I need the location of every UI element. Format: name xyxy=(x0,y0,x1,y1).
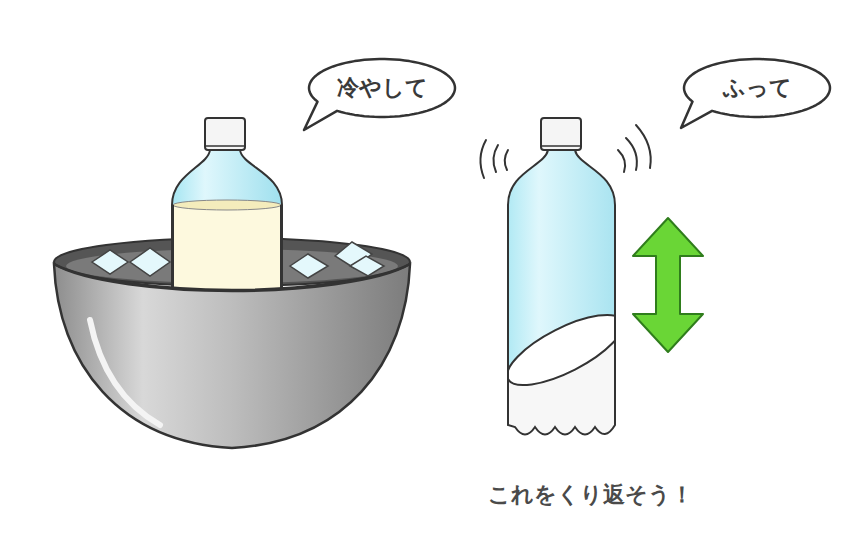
bubble-text: 冷やして xyxy=(337,75,428,101)
bubble-text: ふって xyxy=(723,75,792,101)
ice-cubes xyxy=(92,242,384,278)
speech-bubble: 冷やして xyxy=(307,57,457,119)
cooling-bottle xyxy=(172,118,282,292)
shake-marks xyxy=(480,125,650,178)
bubble-path xyxy=(304,59,455,130)
bubble-path xyxy=(681,59,830,128)
caption: これをくり返そう！ xyxy=(488,480,693,510)
up-down-arrow xyxy=(633,218,703,352)
shaken-bottle xyxy=(498,118,632,450)
speech-bubble: ふって xyxy=(682,57,832,119)
bowl xyxy=(54,264,410,448)
